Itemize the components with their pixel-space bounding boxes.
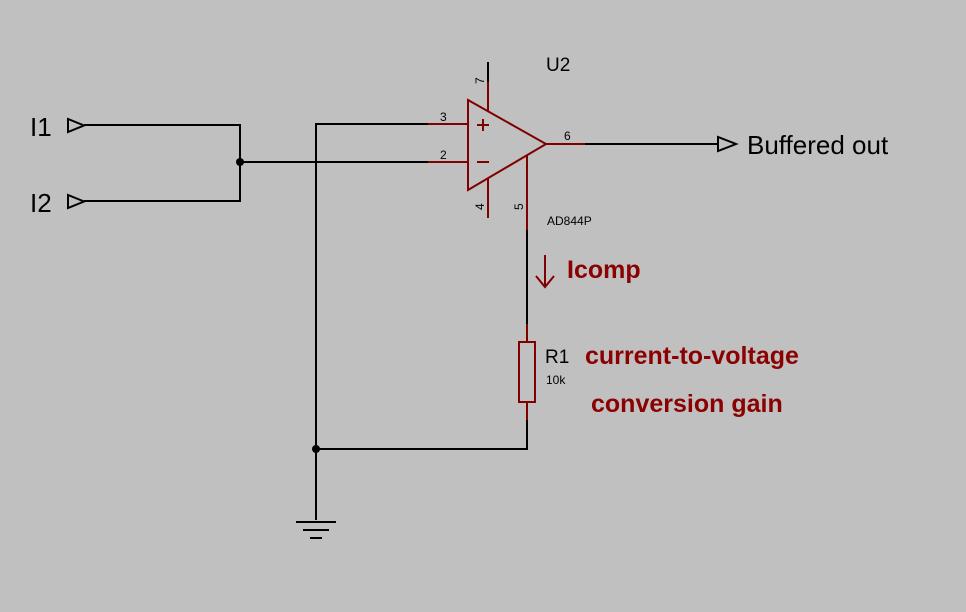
resistor-return-wire (316, 403, 528, 450)
wire-net (84, 62, 718, 520)
resistor-value: 10k (546, 373, 566, 387)
pin5-number: 5 (512, 203, 526, 210)
terminal-out: Buffered out (717, 130, 889, 160)
resistor-ref: R1 (545, 347, 569, 368)
plus-icon (477, 119, 489, 131)
opamp-part: AD844P (547, 214, 592, 228)
ground-icon (296, 521, 336, 539)
junction-dot (236, 158, 244, 166)
input-arrow-icon (67, 117, 87, 134)
pin4-number: 4 (473, 203, 487, 210)
terminal-i1: I1 (30, 112, 87, 142)
input-join-wire (84, 124, 241, 202)
opamp-ref: U2 (546, 55, 570, 76)
opamp-u2: 7 3 2 4 5 6 U2 AD844P (428, 55, 592, 230)
pin2-number: 2 (440, 148, 447, 162)
terminal-i2-label: I2 (30, 188, 52, 218)
junction-dot (312, 445, 320, 453)
gain-annotation-line1: current-to-voltage (585, 342, 799, 370)
noninverting-ground-wire (315, 123, 446, 520)
output-arrow-icon (717, 135, 739, 153)
pin6-number: 6 (564, 129, 571, 143)
input-arrow-icon (67, 193, 87, 210)
pin3-number: 3 (440, 110, 447, 124)
icomp-label: Icomp (567, 256, 641, 284)
resistor-r1: R1 10k (518, 324, 569, 420)
resistor-icon (518, 341, 536, 403)
pin7-number: 7 (473, 77, 487, 84)
terminal-out-label: Buffered out (747, 130, 889, 160)
terminal-i2: I2 (30, 188, 87, 218)
gain-annotation-line2: conversion gain (591, 390, 783, 418)
terminal-i1-label: I1 (30, 112, 52, 142)
icomp-annotation: Icomp (535, 255, 641, 289)
opamp-triangle-icon (467, 98, 549, 192)
down-arrow-icon (535, 255, 555, 289)
